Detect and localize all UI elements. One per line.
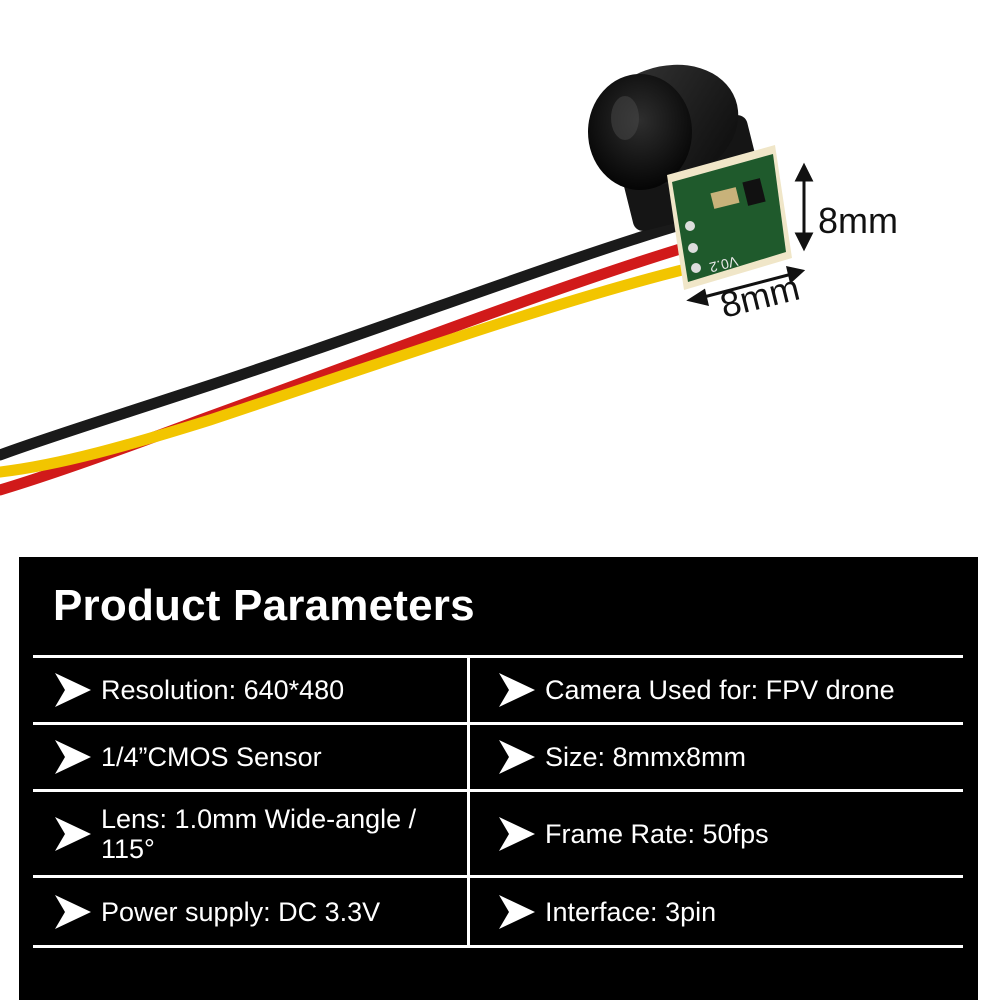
pad-3 xyxy=(691,263,701,273)
arrow-right-icon xyxy=(499,816,535,851)
divider-line xyxy=(33,945,963,948)
wire-bundle xyxy=(0,216,696,496)
pcb-board: V0.2 xyxy=(667,145,792,290)
param-text: Power supply: DC 3.3V xyxy=(101,896,381,927)
divider-line xyxy=(33,789,963,792)
param-text: Size: 8mmx8mm xyxy=(545,742,747,772)
param-size: Size: 8mmx8mm xyxy=(497,725,957,789)
arrow-right-icon xyxy=(499,894,535,929)
dimension-arrows xyxy=(686,162,814,307)
param-frame-rate: Frame Rate: 50fps xyxy=(497,792,957,875)
height-arrow-bottom xyxy=(794,232,814,252)
product-parameters-panel: Product Parameters Resolution: 640*480 C… xyxy=(19,557,978,1000)
pad-1 xyxy=(685,221,695,231)
width-arrow-left xyxy=(686,288,710,307)
param-interface: Interface: 3pin xyxy=(497,878,957,945)
arrow-right-icon xyxy=(55,673,91,707)
arrow-right-icon xyxy=(499,673,535,707)
param-text: Frame Rate: 50fps xyxy=(545,818,769,849)
pcb-silkscreen: V0.2 xyxy=(708,253,740,276)
lens-face xyxy=(588,74,692,190)
pcb-component xyxy=(710,187,740,209)
height-arrow-top xyxy=(794,162,814,182)
arrow-right-icon xyxy=(55,740,91,774)
lens-highlight xyxy=(611,96,639,140)
width-arrow xyxy=(699,272,793,300)
width-arrow-right xyxy=(786,266,806,284)
param-resolution: Resolution: 640*480 xyxy=(53,658,463,722)
param-lens: Lens: 1.0mm Wide-angle / 115° xyxy=(53,792,463,875)
arrow-right-icon xyxy=(55,894,91,929)
param-text: Camera Used for: FPV drone xyxy=(545,675,895,705)
divider-line xyxy=(33,655,963,658)
column-divider xyxy=(467,656,470,948)
divider-line xyxy=(33,722,963,725)
arrow-right-icon xyxy=(499,740,535,774)
param-text: Interface: 3pin xyxy=(545,896,717,927)
height-dimension-label: 8mm xyxy=(818,200,898,241)
yellow-wire xyxy=(0,262,696,478)
param-camera-use: Camera Used for: FPV drone xyxy=(497,658,957,722)
param-text: Lens: 1.0mm Wide-angle / 115° xyxy=(101,803,417,864)
param-power-supply: Power supply: DC 3.3V xyxy=(53,878,463,945)
panel-title: Product Parameters xyxy=(53,581,475,630)
param-sensor: 1/4”CMOS Sensor xyxy=(53,725,463,789)
divider-line xyxy=(33,875,963,878)
param-text: Resolution: 640*480 xyxy=(101,675,345,705)
pcb-chip xyxy=(742,178,766,206)
black-wire xyxy=(0,216,696,461)
camera-module-photo: V0.2 xyxy=(0,64,814,496)
arrow-right-icon xyxy=(55,816,91,851)
pad-2 xyxy=(688,243,698,253)
param-text: 1/4”CMOS Sensor xyxy=(101,742,322,772)
